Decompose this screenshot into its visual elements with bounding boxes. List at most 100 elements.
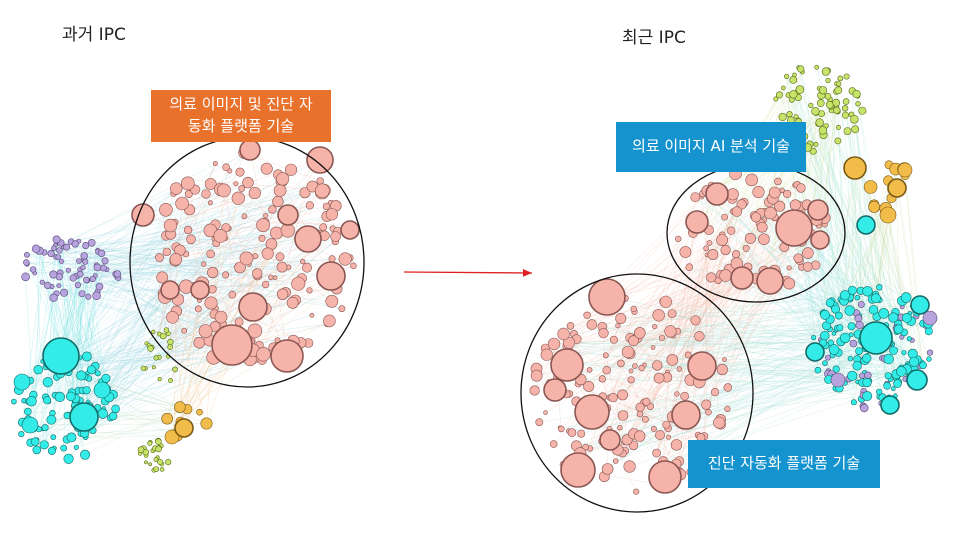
network-node (261, 280, 270, 289)
network-node (774, 177, 782, 186)
network-node (309, 312, 315, 318)
network-edge (820, 103, 867, 226)
network-node (97, 408, 108, 419)
network-node (813, 141, 819, 147)
network-node (842, 98, 850, 105)
network-node (628, 335, 639, 347)
network-node (814, 64, 820, 70)
network-node (583, 380, 595, 392)
network-node (299, 187, 311, 199)
network-node (684, 351, 692, 359)
network-edge (36, 435, 178, 440)
network-edge (171, 193, 207, 438)
network-node (322, 202, 331, 211)
network-node (808, 102, 814, 108)
network-node (214, 310, 228, 324)
network-node (833, 106, 841, 114)
network-nodes (11, 64, 938, 495)
network-edge (271, 244, 288, 357)
network-edge (214, 205, 336, 240)
network-edge (587, 315, 696, 321)
network-node (601, 463, 614, 475)
network-node (724, 405, 731, 413)
network-node (726, 226, 736, 235)
network-node (340, 220, 360, 240)
network-edge (81, 342, 200, 378)
network-edge (553, 342, 824, 345)
network-node (32, 445, 42, 455)
network-node (190, 280, 210, 300)
network-edge (28, 315, 312, 402)
left-callout-label: 의료 이미지 및 진단 자 동화 플랫폼 기술 (151, 90, 331, 142)
network-node (577, 429, 586, 438)
network-node (690, 315, 701, 326)
network-node (653, 372, 665, 384)
network-edge (70, 279, 87, 397)
network-edge (619, 227, 801, 428)
network-node (258, 234, 266, 242)
network-node (876, 284, 883, 291)
network-edge (78, 289, 213, 428)
network-node (29, 266, 37, 273)
network-node (582, 443, 589, 451)
network-node (338, 252, 352, 266)
network-node (167, 338, 174, 346)
network-node (862, 353, 872, 363)
network-node (723, 383, 732, 392)
network-node (93, 381, 111, 399)
network-node (535, 418, 544, 427)
network-edge (850, 164, 890, 335)
network-node (786, 265, 792, 271)
network-node (21, 272, 30, 282)
network-node (828, 344, 840, 355)
network-node (679, 246, 692, 258)
network-node (756, 267, 784, 295)
network-node (825, 354, 831, 361)
network-node (201, 189, 211, 199)
network-node (228, 290, 237, 299)
network-node (82, 351, 92, 362)
network-edge (51, 323, 328, 360)
network-node (652, 448, 661, 458)
network-node (42, 337, 80, 375)
network-node (628, 368, 634, 374)
network-node (87, 239, 96, 247)
network-node (328, 255, 336, 263)
network-node (859, 321, 893, 355)
network-node (731, 250, 741, 259)
network-node (89, 275, 96, 283)
network-edge (103, 235, 221, 269)
network-edge (36, 418, 168, 451)
network-node (807, 199, 829, 221)
network-node (80, 252, 88, 260)
network-node (602, 366, 611, 375)
network-edge (672, 313, 922, 364)
network-node (162, 247, 172, 257)
network-edge (895, 169, 902, 368)
network-node (540, 348, 553, 361)
network-node (82, 386, 91, 395)
network-node (685, 263, 694, 272)
network-node (815, 118, 824, 127)
network-node (566, 322, 575, 330)
network-node (238, 185, 245, 192)
network-node (796, 183, 806, 193)
network-node (884, 372, 892, 380)
network-edge (617, 316, 877, 450)
network-node (662, 420, 671, 429)
network-node (851, 125, 860, 134)
network-node (707, 249, 719, 260)
network-node (773, 200, 786, 212)
network-node (680, 391, 690, 401)
network-node (56, 247, 63, 254)
network-edge (633, 340, 876, 344)
network-edge (162, 238, 263, 294)
network-node (23, 407, 32, 416)
network-node (21, 416, 39, 434)
network-node (241, 213, 248, 220)
network-edge (262, 192, 306, 361)
network-node (617, 425, 623, 431)
network-node (268, 274, 274, 280)
network-edge (563, 204, 742, 335)
network-node (630, 305, 637, 313)
